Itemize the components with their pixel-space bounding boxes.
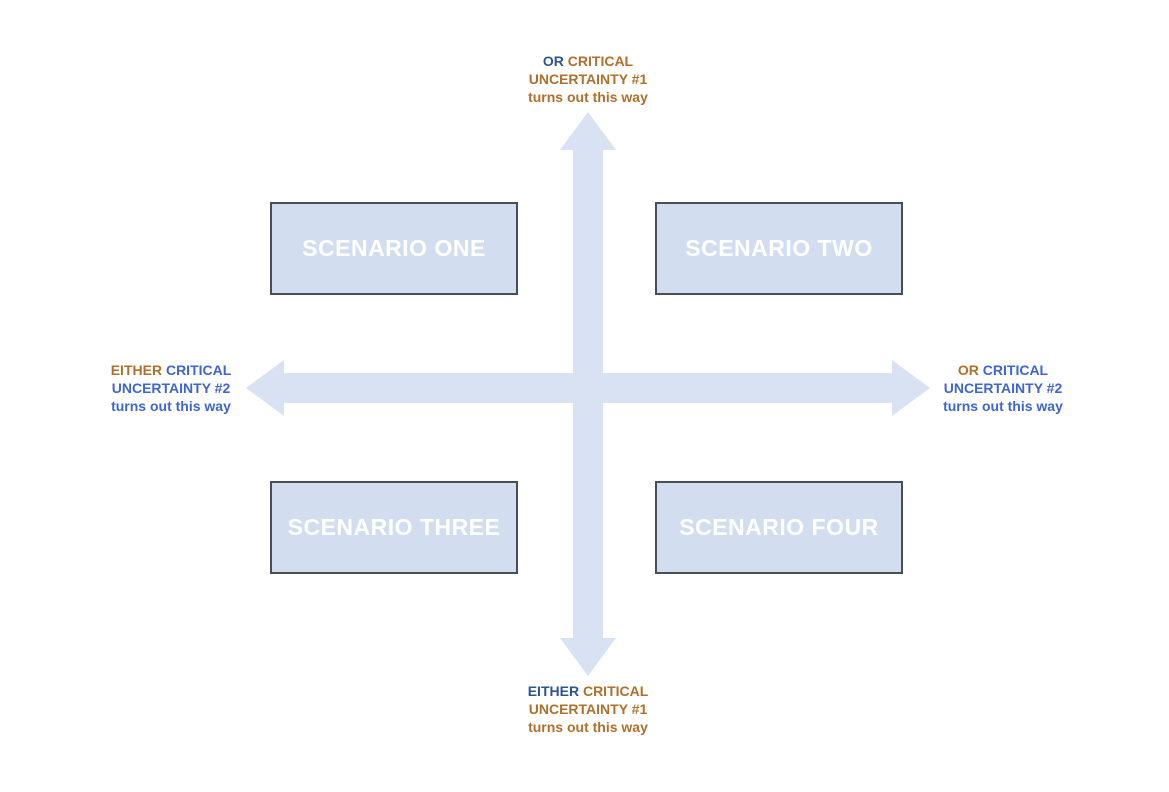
quadrant-box-scenario-three: SCENARIO THREE <box>270 481 518 574</box>
axis-label-bottom-line1: EITHER CRITICAL <box>468 682 708 700</box>
axis-label-left-lead: EITHER <box>110 362 163 378</box>
axis-label-top-line1-rest: CRITICAL <box>567 53 634 69</box>
axis-label-top-line1: OR CRITICAL <box>468 52 708 70</box>
axis-label-left-line2: UNCERTAINTY #2 <box>111 380 231 396</box>
axis-label-bottom-line1-rest: CRITICAL <box>582 683 649 699</box>
quadrant-label-scenario-two: SCENARIO TWO <box>685 235 873 261</box>
quadrant-box-scenario-two: SCENARIO TWO <box>655 202 903 295</box>
quadrant-label-scenario-four: SCENARIO FOUR <box>679 514 879 540</box>
axis-label-left: EITHER CRITICAL UNCERTAINTY #2 turns out… <box>96 361 246 415</box>
axis-label-top-line3: turns out this way <box>528 89 648 105</box>
axis-label-right-line1-rest: CRITICAL <box>982 362 1049 378</box>
axis-label-right-line3: turns out this way <box>943 398 1063 414</box>
axis-label-top-lead: OR <box>542 53 564 69</box>
axis-label-right-line1: OR CRITICAL <box>928 361 1078 379</box>
quadrant-label-scenario-three: SCENARIO THREE <box>287 514 501 540</box>
axis-label-left-line1: EITHER CRITICAL <box>96 361 246 379</box>
axis-label-bottom-lead: EITHER <box>527 683 580 699</box>
axis-label-top-line2: UNCERTAINTY #1 <box>528 71 648 87</box>
quadrant-label-scenario-one: SCENARIO ONE <box>302 235 486 261</box>
axis-label-right: OR CRITICAL UNCERTAINTY #2 turns out thi… <box>928 361 1078 415</box>
axis-label-top: OR CRITICAL UNCERTAINTY #1 turns out thi… <box>468 52 708 106</box>
quadrant-box-scenario-one: SCENARIO ONE <box>270 202 518 295</box>
axis-label-left-line1-rest: CRITICAL <box>165 362 232 378</box>
axis-label-right-line2: UNCERTAINTY #2 <box>943 380 1063 396</box>
axis-label-bottom-line2: UNCERTAINTY #1 <box>528 701 648 717</box>
axis-label-bottom-line3: turns out this way <box>528 719 648 735</box>
axis-label-right-lead: OR <box>957 362 979 378</box>
axis-label-bottom: EITHER CRITICAL UNCERTAINTY #1 turns out… <box>468 682 708 736</box>
horizontal-axis-arrow <box>246 360 930 416</box>
quadrant-box-scenario-four: SCENARIO FOUR <box>655 481 903 574</box>
axis-label-left-line3: turns out this way <box>111 398 231 414</box>
